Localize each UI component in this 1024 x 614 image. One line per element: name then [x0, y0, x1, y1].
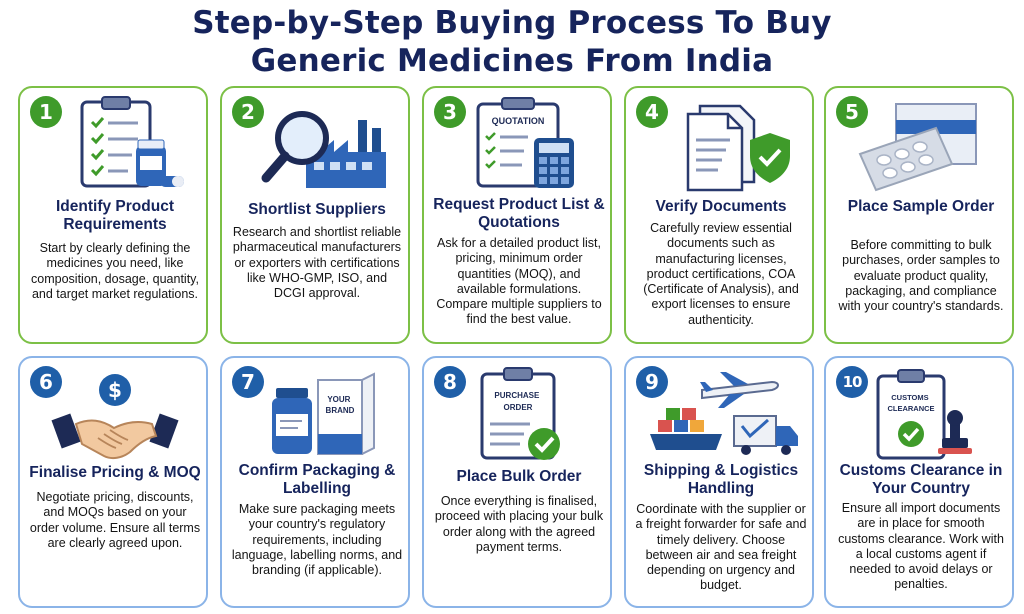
- customs-stamp-icon: CUSTOMS CLEARANCE: [826, 364, 1012, 464]
- step-number-badge: 10: [836, 366, 868, 398]
- step-card-4: 4 Verify Documents Carefully review esse…: [624, 86, 814, 344]
- step-title: Shortlist Suppliers: [248, 201, 386, 218]
- customs-label-line-2: CLEARANCE: [887, 404, 934, 413]
- title-line-2: Generic Medicines From India: [250, 43, 774, 79]
- quotation-calculator-icon: QUOTATION: [424, 94, 610, 194]
- step-number-badge: 3: [434, 96, 466, 128]
- step-card-9: 9 Shipping & Logistics Handling Coordina…: [624, 356, 814, 608]
- plane-ship-truck-icon: [626, 364, 812, 464]
- clipboard-checklist-icon: [20, 94, 206, 194]
- step-description: Before committing to bulk purchases, ord…: [838, 238, 1004, 314]
- customs-label-line-1: CUSTOMS: [891, 393, 928, 402]
- step-title: Verify Documents: [655, 198, 787, 215]
- step-card-7: YOUR BRAND 7 Confirm Packaging & Labelli…: [220, 356, 410, 608]
- handshake-dollar-icon: $: [20, 364, 206, 464]
- svg-text:CUSTOMS CLEARANCE: CUSTOMS CLEARANCE: [887, 393, 934, 413]
- bottle-box-icon: YOUR BRAND: [222, 364, 408, 464]
- step-card-6: $ 6 Finalise Pricing & MOQ Negotiate pri…: [18, 356, 208, 608]
- step-description: Start by clearly defining the medicines …: [31, 241, 199, 301]
- step-title: Confirm Packaging & Labelling: [238, 462, 396, 497]
- svg-text:YOUR BRAND: YOUR BRAND: [326, 395, 355, 415]
- step-number-badge: 7: [232, 366, 264, 398]
- step-number-badge: 6: [30, 366, 62, 398]
- step-title: Request Product List & Quotations: [433, 196, 605, 231]
- step-number-badge: 2: [232, 96, 264, 128]
- step-description: Coordinate with the supplier or a freigh…: [635, 502, 807, 593]
- page-title: Step-by-Step Buying Process To Buy Gener…: [0, 4, 1024, 80]
- step-title: Customs Clearance in Your Country: [839, 462, 1003, 497]
- step-number-badge: 9: [636, 366, 668, 398]
- box-label-line-2: BRAND: [326, 406, 355, 415]
- step-number-badge: 1: [30, 96, 62, 128]
- documents-shield-icon: [626, 94, 812, 194]
- step-title: Place Bulk Order: [456, 468, 582, 485]
- svg-text:PURCHASE ORDER: PURCHASE ORDER: [494, 391, 541, 412]
- step-card-5: 5 Place Sample Order Before committing t…: [824, 86, 1014, 344]
- step-title: Shipping & Logistics Handling: [643, 462, 799, 497]
- step-description: Ask for a detailed product list, pricing…: [436, 236, 602, 327]
- step-title: Identify Product Requirements: [56, 198, 174, 233]
- step-description: Make sure packaging meets your country's…: [231, 502, 403, 578]
- title-line-1: Step-by-Step Buying Process To Buy: [192, 5, 832, 41]
- step-title: Finalise Pricing & MOQ: [29, 464, 201, 481]
- box-label-line-1: YOUR: [327, 395, 350, 404]
- blister-pack-icon: [826, 94, 1012, 194]
- purchase-order-icon: PURCHASE ORDER: [424, 364, 610, 464]
- step-number-badge: 5: [836, 96, 868, 128]
- step-description: Carefully review essential documents suc…: [643, 221, 799, 327]
- step-card-8: PURCHASE ORDER 8 Place Bulk Order Once e…: [422, 356, 612, 608]
- step-title: Place Sample Order: [847, 198, 995, 215]
- po-label-line-1: PURCHASE: [494, 391, 540, 400]
- step-description: Research and shortlist reliable pharmace…: [232, 225, 402, 301]
- step-description: Negotiate pricing, discounts, and MOQs b…: [29, 490, 201, 550]
- step-card-1: 1 Identify Product Requirements Start by…: [18, 86, 208, 344]
- svg-text:$: $: [108, 378, 122, 402]
- magnifier-factory-icon: [222, 94, 408, 194]
- step-description: Ensure all import documents are in place…: [838, 501, 1004, 592]
- step-card-2: 2 Shortlist Suppliers Research and short…: [220, 86, 410, 344]
- step-description: Once everything is finalised, proceed wi…: [434, 494, 604, 554]
- step-card-10: CUSTOMS CLEARANCE 10 Customs Clearance i…: [824, 356, 1014, 608]
- step-card-3: QUOTATION 3 Request Product List & Quota…: [422, 86, 612, 344]
- quotation-label: QUOTATION: [492, 116, 545, 126]
- po-label-line-2: ORDER: [504, 403, 533, 412]
- step-number-badge: 8: [434, 366, 466, 398]
- step-number-badge: 4: [636, 96, 668, 128]
